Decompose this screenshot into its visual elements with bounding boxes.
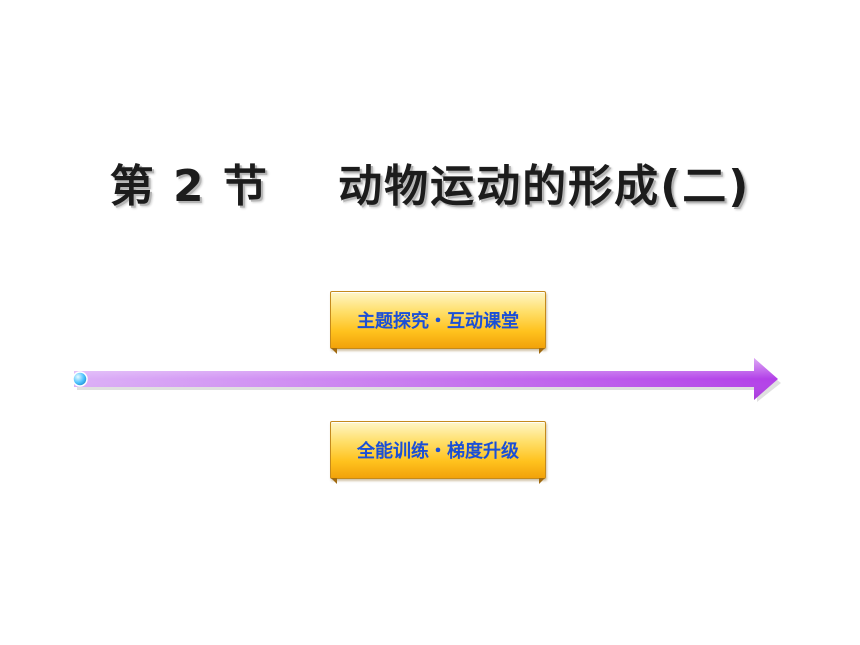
topic-explore-button[interactable]: 主题探究・互动课堂	[330, 291, 546, 354]
ribbon-fold-left	[331, 478, 337, 484]
training-label: 全能训练・梯度升级	[357, 441, 519, 462]
ribbon-fold-right	[539, 348, 545, 354]
topic-explore-label: 主题探究・互动课堂	[357, 311, 519, 332]
ribbon-fold-right	[539, 478, 545, 484]
training-button[interactable]: 全能训练・梯度升级	[330, 421, 546, 484]
dot-icon	[72, 371, 88, 387]
slide-title: 第 2 节 动物运动的形成(二)	[109, 161, 751, 212]
timeline-arrow-icon	[72, 358, 781, 402]
ribbon-fold-left	[331, 348, 337, 354]
